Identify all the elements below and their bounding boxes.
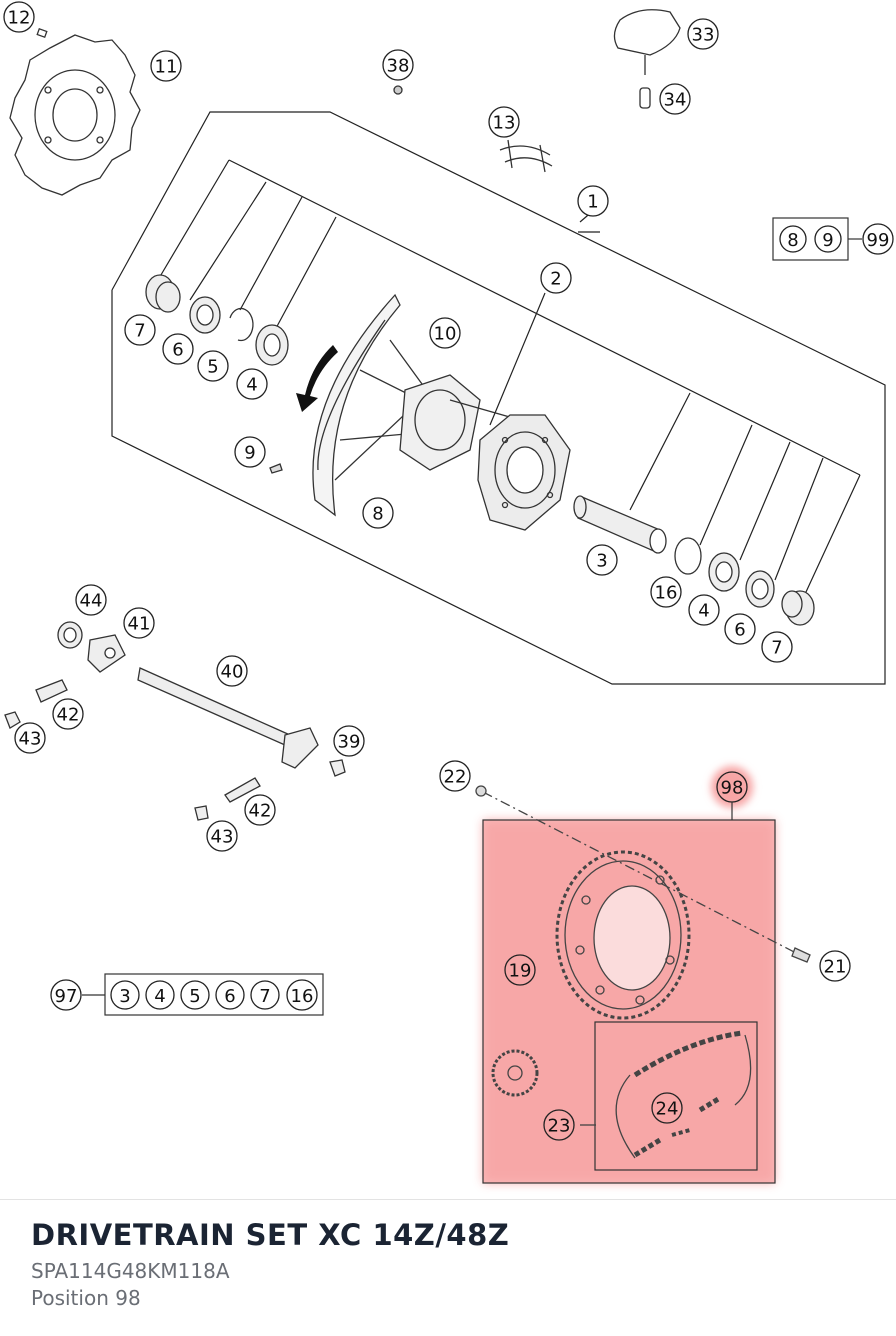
kit-99-item: 8 — [787, 230, 798, 251]
callout-number: 10 — [434, 324, 457, 345]
callout-c43b[interactable]: 43 — [206, 820, 238, 852]
direction-arrow-icon — [296, 345, 338, 412]
part-title: DRIVETRAIN SET XC 14Z/48Z — [31, 1218, 510, 1252]
callout-c6a[interactable]: 6 — [162, 333, 194, 365]
callout-number: 9 — [244, 443, 255, 464]
mudguard-plug-drawing — [393, 9, 681, 173]
callout-c12[interactable]: 12 — [3, 1, 35, 33]
kit-97-item: 5 — [189, 986, 200, 1007]
callout-c23[interactable]: 23 — [543, 1109, 575, 1141]
callout-number: 19 — [509, 961, 532, 982]
callout-c19[interactable]: 19 — [504, 954, 536, 986]
highlight-position-98[interactable] — [482, 766, 776, 1184]
callout-number: 7 — [134, 321, 145, 342]
kit-97-item: 6 — [224, 986, 235, 1007]
callout-number: 33 — [692, 25, 715, 46]
callout-c38[interactable]: 38 — [382, 49, 414, 81]
callout-c7a[interactable]: 7 — [124, 314, 156, 346]
callout-number: 7 — [771, 638, 782, 659]
callout-number: 38 — [387, 56, 410, 77]
callout-c6b[interactable]: 6 — [724, 613, 756, 645]
callout-c39[interactable]: 39 — [333, 725, 365, 757]
callout-number: 43 — [19, 729, 42, 750]
axle-and-adjusters-drawing — [4, 621, 346, 821]
callout-c42a[interactable]: 42 — [52, 698, 84, 730]
kit-97-item: 4 — [154, 986, 165, 1007]
callout-c3a[interactable]: 3 — [586, 544, 618, 576]
wheel-assembly-outline — [111, 111, 886, 685]
callout-number: 40 — [221, 662, 244, 683]
callout-number: 2 — [550, 269, 561, 290]
kit-97-item: 7 — [259, 986, 270, 1007]
callout-number: 22 — [444, 767, 467, 788]
callout-c34[interactable]: 34 — [659, 83, 691, 115]
callout-number: 98 — [721, 778, 744, 799]
kit-97-item: 3 — [119, 986, 130, 1007]
callout-c7b[interactable]: 7 — [761, 631, 793, 663]
part-position: Position 98 — [31, 1286, 141, 1310]
callout-number: 16 — [655, 583, 678, 604]
kit-97-item: 16 — [291, 986, 314, 1007]
kit-99-item: 9 — [822, 230, 833, 251]
callout-number: 39 — [338, 732, 361, 753]
part-number: SPA114G48KM118A — [31, 1259, 230, 1283]
callout-number: 44 — [80, 591, 103, 612]
callout-number: 12 — [8, 8, 31, 29]
callout-c33[interactable]: 33 — [687, 18, 719, 50]
callout-c9[interactable]: 9 — [234, 436, 266, 468]
callout-c40[interactable]: 40 — [216, 655, 248, 687]
callout-number: 5 — [207, 357, 218, 378]
callout-number: 42 — [249, 801, 272, 822]
callout-number: 23 — [548, 1116, 571, 1137]
callout-c22[interactable]: 22 — [439, 760, 471, 792]
callout-c4b[interactable]: 4 — [688, 594, 720, 626]
callout-number: 6 — [172, 340, 183, 361]
callout-number: 34 — [664, 90, 687, 111]
callout-number: 8 — [372, 504, 383, 525]
exploded-parts-diagram: 8 9 99 97 3 4 5 6 7 16 12113833341312107… — [3, 1, 894, 1184]
spacer-and-bearings-right-drawing — [573, 495, 815, 626]
callout-number: 41 — [128, 614, 151, 635]
kit-97-box[interactable]: 97 3 4 5 6 7 16 — [50, 973, 324, 1016]
callout-c13[interactable]: 13 — [488, 106, 520, 138]
callout-c8[interactable]: 8 — [362, 497, 394, 529]
callout-c44[interactable]: 44 — [75, 584, 107, 616]
callout-c2[interactable]: 2 — [540, 262, 572, 294]
callout-c43a[interactable]: 43 — [14, 722, 46, 754]
brake-disc-drawing — [9, 27, 141, 196]
sprocket-and-chain-drawing — [475, 785, 811, 1171]
callout-number: 4 — [246, 375, 257, 396]
callout-number: 3 — [596, 551, 607, 572]
callout-c11[interactable]: 11 — [150, 50, 182, 82]
callout-c10[interactable]: 10 — [429, 317, 461, 349]
callout-number: 11 — [155, 57, 178, 78]
callout-number: 13 — [493, 113, 516, 134]
callout-c21[interactable]: 21 — [819, 950, 851, 982]
kit-99-label: 99 — [867, 230, 890, 251]
callout-number: 4 — [698, 601, 709, 622]
callout-c24[interactable]: 24 — [651, 1092, 683, 1124]
rim-and-hub-drawing — [269, 293, 571, 531]
callout-c5[interactable]: 5 — [197, 350, 229, 382]
kit-99-box[interactable]: 8 9 99 — [772, 217, 894, 261]
callout-c16[interactable]: 16 — [650, 576, 682, 608]
callout-number: 1 — [587, 192, 598, 213]
callout-c42b[interactable]: 42 — [244, 794, 276, 826]
callout-number: 43 — [211, 827, 234, 848]
kit-97-label: 97 — [55, 986, 78, 1007]
callout-number: 6 — [734, 620, 745, 641]
callout-number: 42 — [57, 705, 80, 726]
part-info-panel: DRIVETRAIN SET XC 14Z/48Z SPA114G48KM118… — [0, 1199, 896, 1336]
callout-number: 24 — [656, 1099, 679, 1120]
callout-number: 21 — [824, 957, 847, 978]
callout-c4a[interactable]: 4 — [236, 368, 268, 400]
callout-c1[interactable]: 1 — [577, 185, 609, 217]
bearings-left-drawing — [145, 274, 289, 366]
callout-c41[interactable]: 41 — [123, 607, 155, 639]
